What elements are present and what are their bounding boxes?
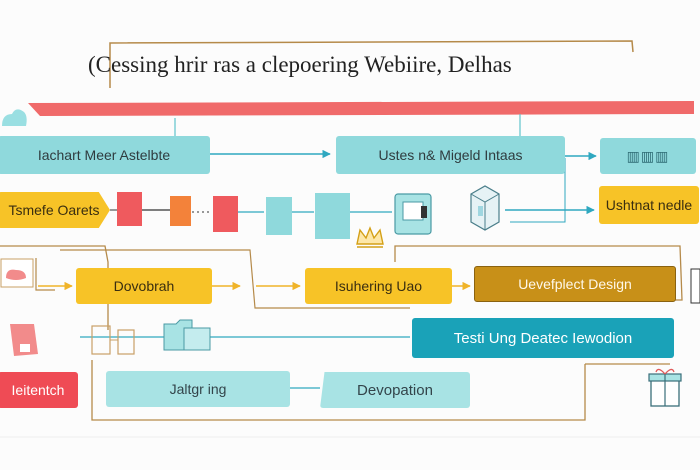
node-n2[interactable]: Ustes n& Migeld Intaas xyxy=(336,136,565,174)
step-square-2 xyxy=(170,196,191,226)
title-frame xyxy=(109,40,634,88)
step-square-5 xyxy=(315,193,350,239)
folder-icon xyxy=(162,318,214,354)
step-square-1 xyxy=(117,192,142,226)
node-n5[interactable]: Dovobrah xyxy=(76,268,212,304)
step-square-4 xyxy=(266,197,292,235)
bucket-icon xyxy=(4,320,44,360)
package-icon xyxy=(465,182,505,234)
node-n3[interactable]: Tsmefe Oarets xyxy=(0,192,110,228)
bar-chart-icon: ▥▥▥ xyxy=(626,147,670,164)
hand-icon xyxy=(0,258,34,288)
cloud-icon xyxy=(0,104,28,134)
browser-icon xyxy=(690,268,700,304)
node-n8[interactable]: Testi Ung Deatec Iewodion xyxy=(412,318,674,358)
printer-icon xyxy=(393,190,435,238)
node-right-top[interactable]: ▥▥▥ xyxy=(600,138,696,174)
clipboard-icon xyxy=(90,322,138,358)
node-n4[interactable]: Ushtnat nedle xyxy=(599,186,699,224)
node-n11[interactable]: Devopation xyxy=(320,372,470,408)
top-banner xyxy=(28,101,694,116)
node-n10[interactable]: Jaltgr ing xyxy=(106,371,290,407)
node-n6[interactable]: Isuhering Uao xyxy=(305,268,452,304)
gift-icon xyxy=(648,366,682,408)
node-n7[interactable]: Uevefplect Design xyxy=(474,266,676,302)
step-square-3 xyxy=(213,196,238,232)
diagram-title: (Cessing hrir ras a clepoering Webiire, … xyxy=(88,52,512,77)
crown-icon xyxy=(354,224,386,250)
node-n9[interactable]: Ieitentch xyxy=(0,372,78,408)
node-n1[interactable]: Iachart Meer Astelbte xyxy=(0,136,210,174)
